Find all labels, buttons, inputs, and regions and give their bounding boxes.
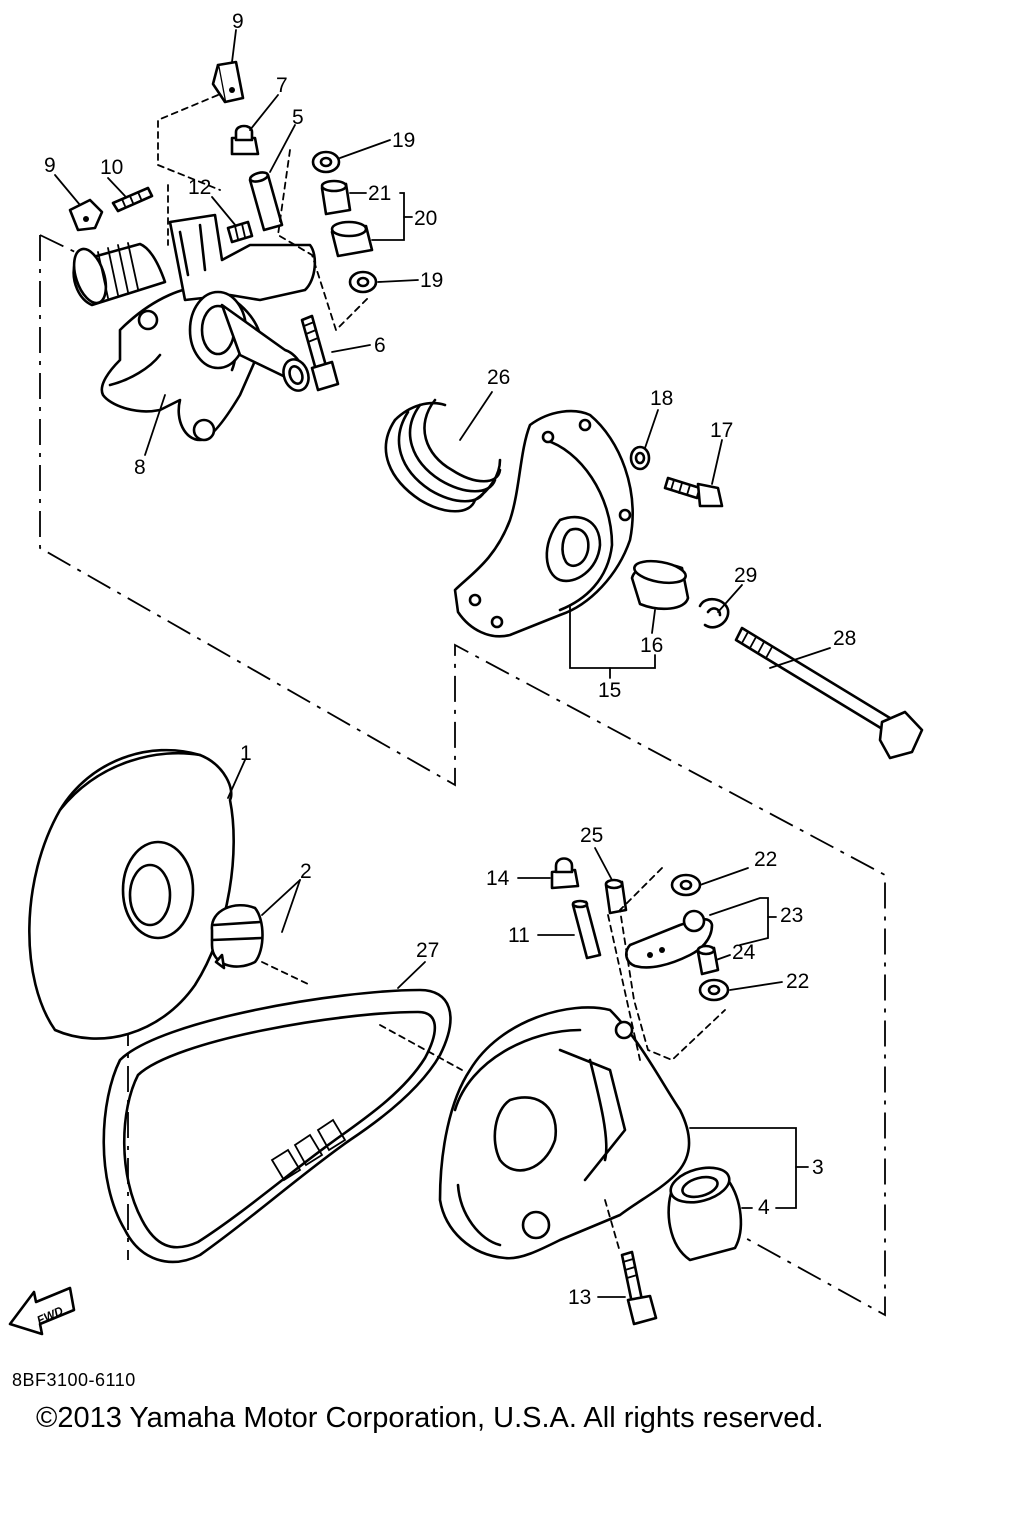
part-9-clip-top	[211, 60, 245, 104]
part-12-set-screw	[226, 220, 254, 244]
part-17-bolt	[663, 476, 724, 508]
callout-22-bottom: 22	[786, 970, 809, 993]
part-8-fixed-sheave-hub	[72, 213, 317, 442]
assembly-boundary-lines	[39, 234, 886, 1317]
part-19-washer-top	[311, 150, 341, 174]
part-24-bushing	[696, 944, 720, 976]
part-28-long-bolt	[734, 626, 924, 760]
diagram-part-code: 8BF3100-6110	[12, 1370, 136, 1390]
part-10-pin	[111, 186, 154, 213]
callout-2: 2	[300, 860, 312, 883]
part-13-bolt	[620, 1250, 658, 1326]
callout-16: 16	[640, 634, 663, 657]
part-26-spring	[384, 398, 502, 513]
callout-1: 1	[240, 742, 252, 765]
part-5-sleeve	[248, 171, 284, 232]
part-29-clip-ring	[698, 597, 730, 629]
callout-29: 29	[734, 564, 757, 587]
callout-26: 26	[487, 366, 510, 389]
part-6-bolt	[300, 314, 340, 392]
callout-4: 4	[758, 1196, 770, 1219]
callout-14: 14	[486, 867, 510, 890]
callout-numbers: 9 7 5 19 9 10 12 21 20 19 6 26 18 17 8 2…	[44, 10, 856, 1309]
part-4-bushing	[667, 1166, 743, 1262]
callout-21: 21	[368, 182, 391, 205]
callout-8: 8	[134, 456, 146, 479]
callout-13: 13	[568, 1286, 591, 1309]
part-25-pin	[604, 878, 628, 915]
callout-19-top: 19	[392, 129, 415, 152]
part-19-washer-bottom	[348, 270, 378, 294]
part-2-collar-halves	[210, 903, 264, 970]
part-20-roller	[330, 220, 374, 258]
part-15-sheave-cover	[453, 409, 634, 638]
part-14-nut	[550, 857, 580, 890]
callout-12: 12	[188, 176, 211, 199]
part-22-washer-bottom	[698, 978, 730, 1002]
callout-7: 7	[276, 74, 288, 97]
callout-19-bottom: 19	[420, 269, 443, 292]
leader-lines	[54, 29, 831, 1298]
part-9-clip-left	[68, 198, 104, 232]
part-1-sheave-disc	[28, 748, 235, 1040]
callout-23: 23	[780, 904, 803, 927]
callout-10: 10	[100, 156, 123, 179]
callout-3: 3	[812, 1156, 824, 1179]
callout-5: 5	[292, 106, 304, 129]
copyright-notice: ©2013 Yamaha Motor Corporation, U.S.A. A…	[36, 1402, 824, 1434]
part-21-bushing	[320, 179, 352, 216]
callout-9-left: 9	[44, 154, 56, 177]
callout-11: 11	[508, 924, 530, 947]
callout-6: 6	[374, 334, 386, 357]
fwd-arrow-icon: FWD	[8, 1286, 76, 1336]
callout-18: 18	[650, 387, 673, 410]
part-18-washer	[629, 445, 651, 471]
exploded-parts-diagram: 9 7 5 19 9 10 12 21 20 19 6 26 18 17 8 2…	[8, 10, 924, 1336]
callout-20: 20	[414, 207, 437, 230]
callout-27: 27	[416, 939, 439, 962]
part-7-nut	[230, 124, 260, 156]
part-27-drive-belt	[102, 988, 452, 1264]
callout-15: 15	[598, 679, 621, 702]
callout-24: 24	[732, 941, 756, 964]
part-22-washer-top	[670, 873, 702, 897]
callout-17: 17	[710, 419, 733, 442]
callout-22-top: 22	[754, 848, 777, 871]
part-11-sleeve	[571, 899, 602, 960]
callout-25: 25	[580, 824, 603, 847]
callout-9-top: 9	[232, 10, 244, 33]
callout-28: 28	[833, 627, 856, 650]
part-3-movable-sheave	[438, 1006, 691, 1260]
part-16-bushing	[630, 559, 690, 611]
